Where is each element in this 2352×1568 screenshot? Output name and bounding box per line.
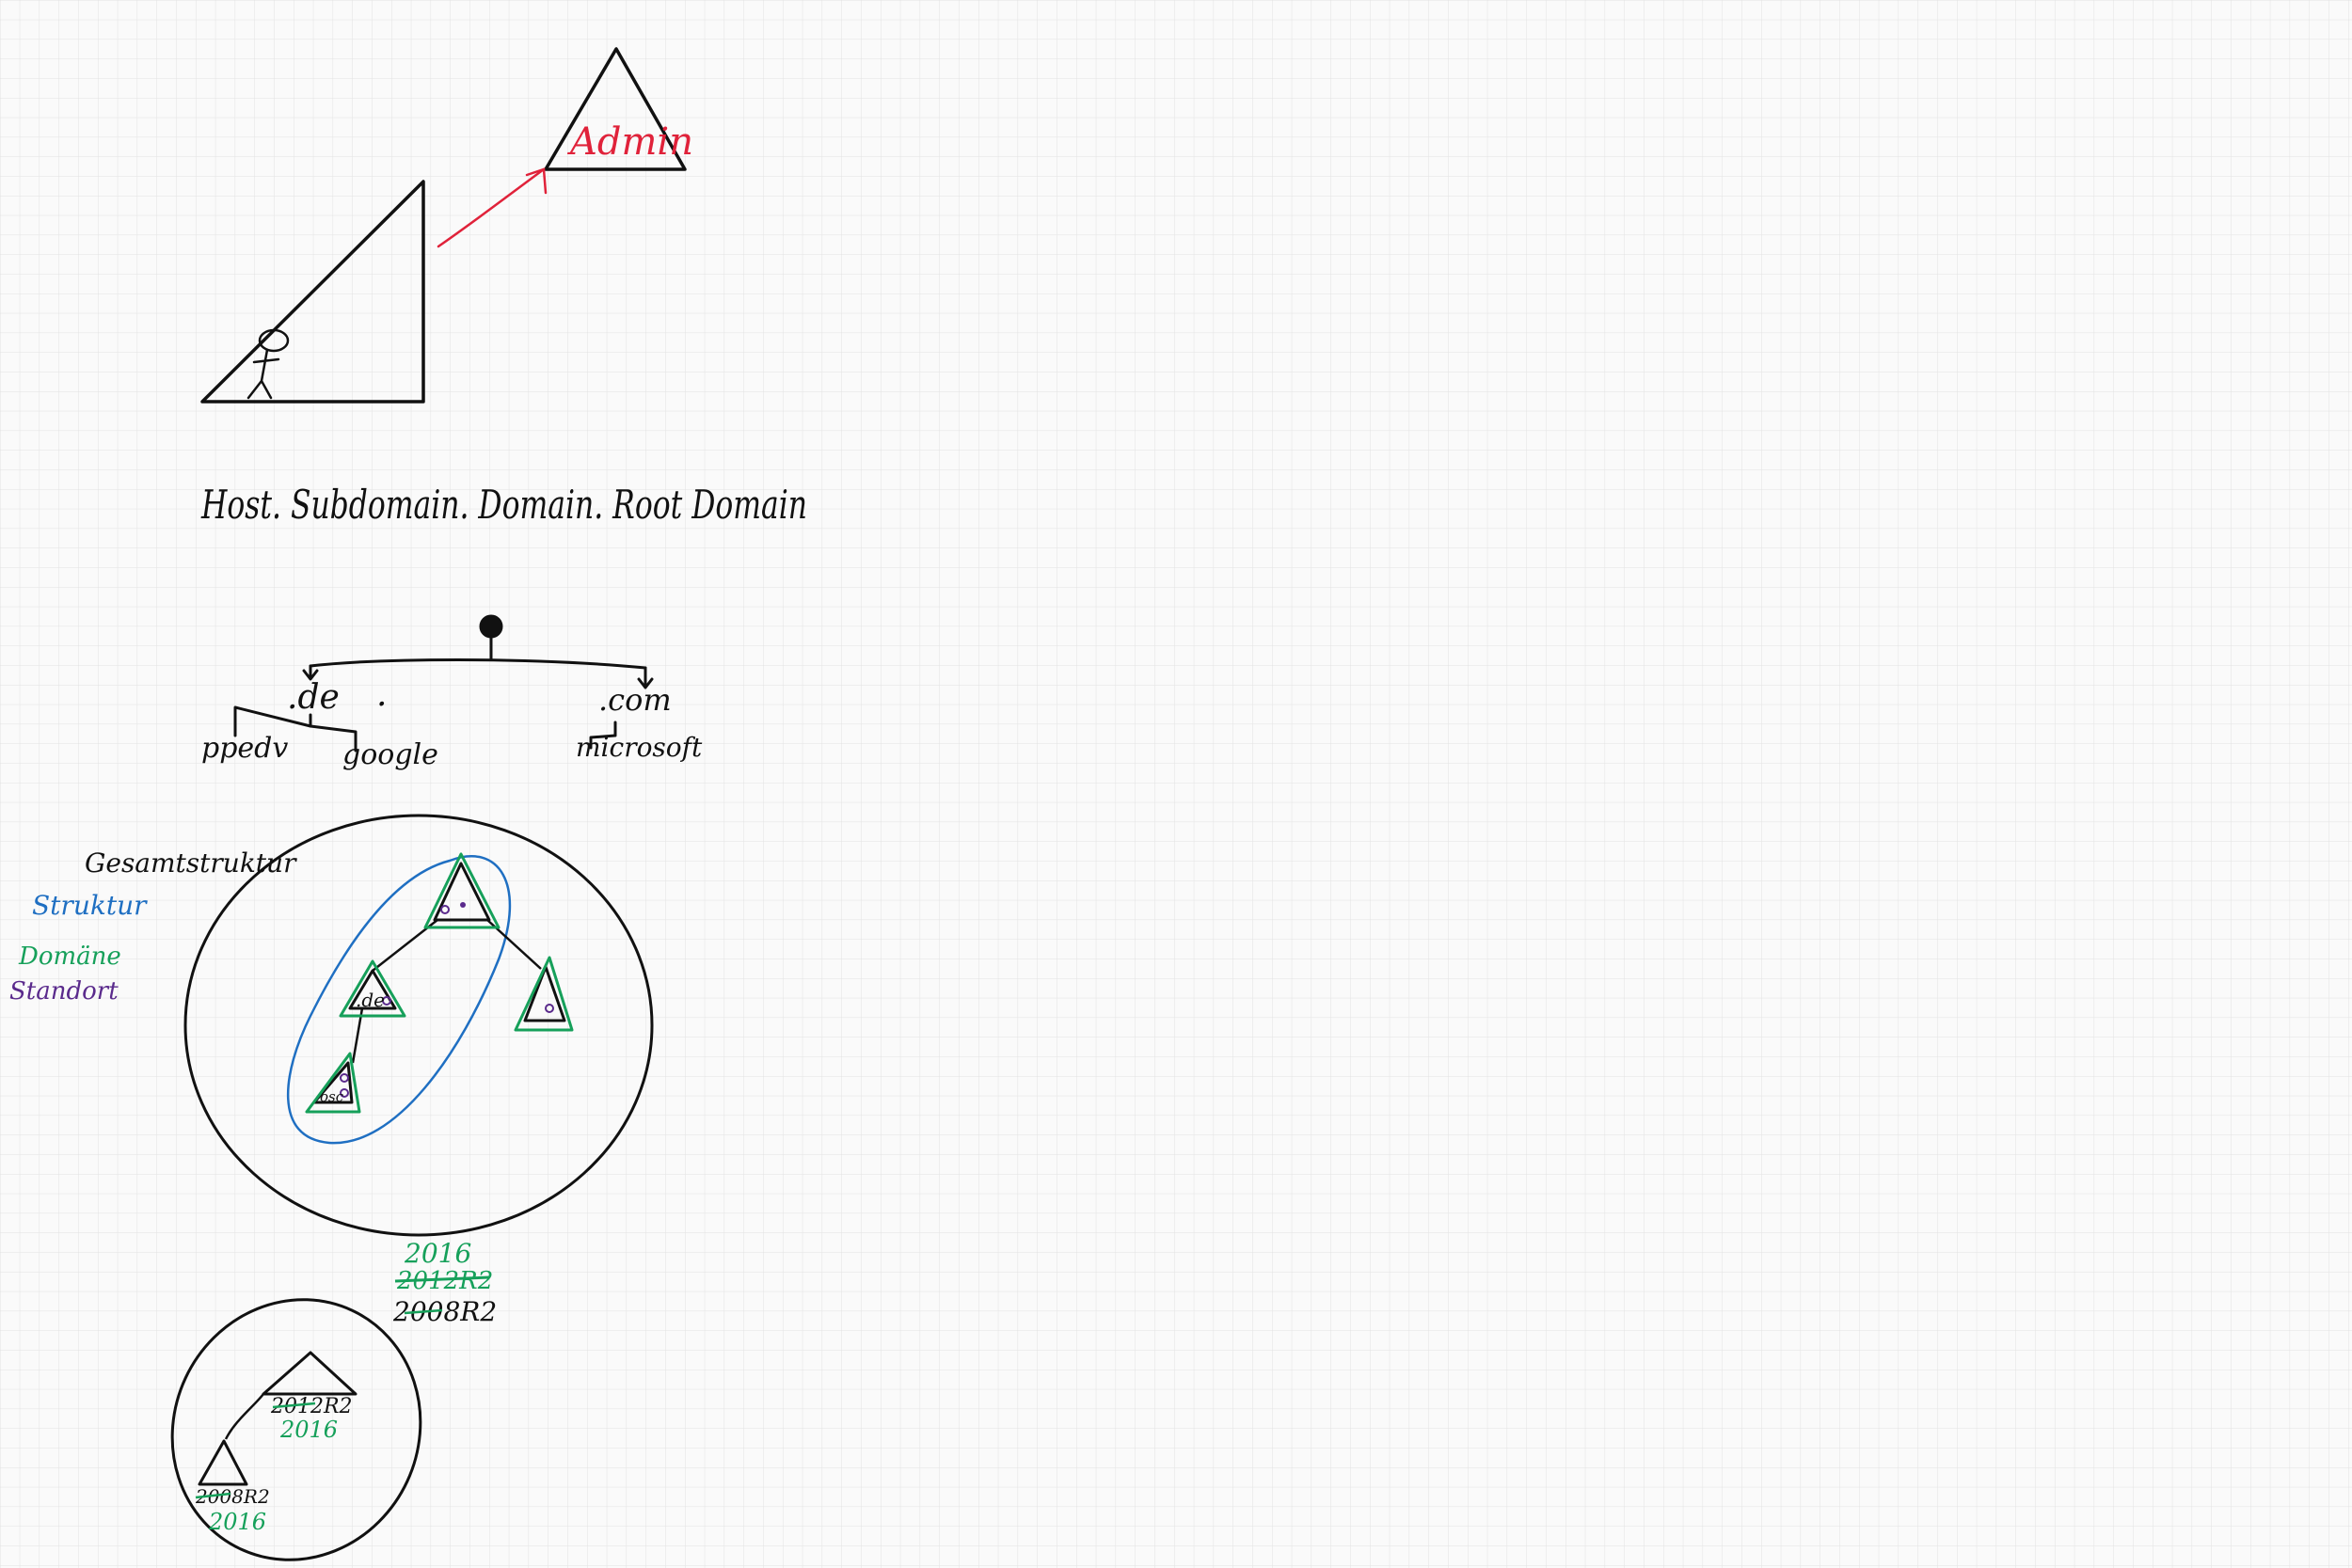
- red-arrow: [437, 167, 548, 248]
- strikethrough-small-top: [272, 1402, 316, 1409]
- forest-circle: [183, 814, 654, 1237]
- dns-hierarchy-text: Host. Subdomain. Domain. Root Domain: [200, 482, 807, 528]
- right-domain-outline: [514, 956, 574, 1032]
- strikethrough-2008: [404, 1308, 443, 1315]
- structure-outline: [286, 855, 512, 1145]
- right-domain-triangle: [523, 965, 566, 1022]
- forest-diagram: .de osc: [183, 814, 654, 1237]
- legend-gesamtstruktur: Gesamtstruktur: [85, 847, 297, 879]
- dns-com-label: .com: [598, 682, 672, 718]
- site-dot: [382, 996, 391, 1006]
- root-domain-outline: [423, 852, 501, 929]
- stick-figure: [246, 328, 290, 400]
- de-domain-outline: [339, 959, 406, 1018]
- site-dot: [545, 1004, 554, 1013]
- root-domain-triangle: [433, 862, 491, 922]
- dns-dot-label: .: [376, 675, 387, 714]
- forest-de-label: .de: [356, 989, 385, 1011]
- site-dot: [460, 902, 466, 908]
- strikethrough-line: [394, 1275, 490, 1283]
- small-top-label-green: 2016: [279, 1417, 338, 1443]
- small-forest-circle: [170, 1298, 422, 1561]
- forest-osc-label: osc: [320, 1088, 344, 1105]
- site-dot: [340, 1073, 349, 1083]
- small-forest: [170, 1298, 422, 1561]
- legend-struktur: Struktur: [32, 890, 148, 921]
- dns-google-label: google: [342, 738, 438, 771]
- dns-tree: [233, 614, 654, 752]
- large-right-triangle: [200, 180, 425, 404]
- small-link: [224, 1393, 264, 1440]
- de-domain-triangle: [348, 969, 397, 1010]
- dns-ppedv-label: ppedv: [201, 732, 288, 765]
- admin-sketch: [200, 47, 687, 404]
- dns-microsoft-label: microsoft: [576, 732, 703, 763]
- version-2016: 2016: [404, 1238, 471, 1269]
- dns-root-node: [479, 614, 503, 639]
- site-dot: [440, 905, 450, 914]
- legend-standort: Standort: [9, 977, 119, 1006]
- admin-label: Admin: [566, 120, 693, 164]
- admin-triangle: [544, 47, 687, 171]
- osc-domain-outline: [305, 1052, 361, 1114]
- small-bottom-label-green: 2016: [208, 1509, 266, 1535]
- strikethrough-small-bottom: [195, 1492, 231, 1499]
- site-dot: [340, 1088, 349, 1098]
- legend-domaene: Domäne: [18, 942, 121, 971]
- small-top-triangle: [262, 1351, 358, 1396]
- osc-domain-triangle: [312, 1061, 354, 1104]
- small-bottom-triangle: [198, 1439, 248, 1486]
- dns-de-label: .de: [287, 678, 340, 717]
